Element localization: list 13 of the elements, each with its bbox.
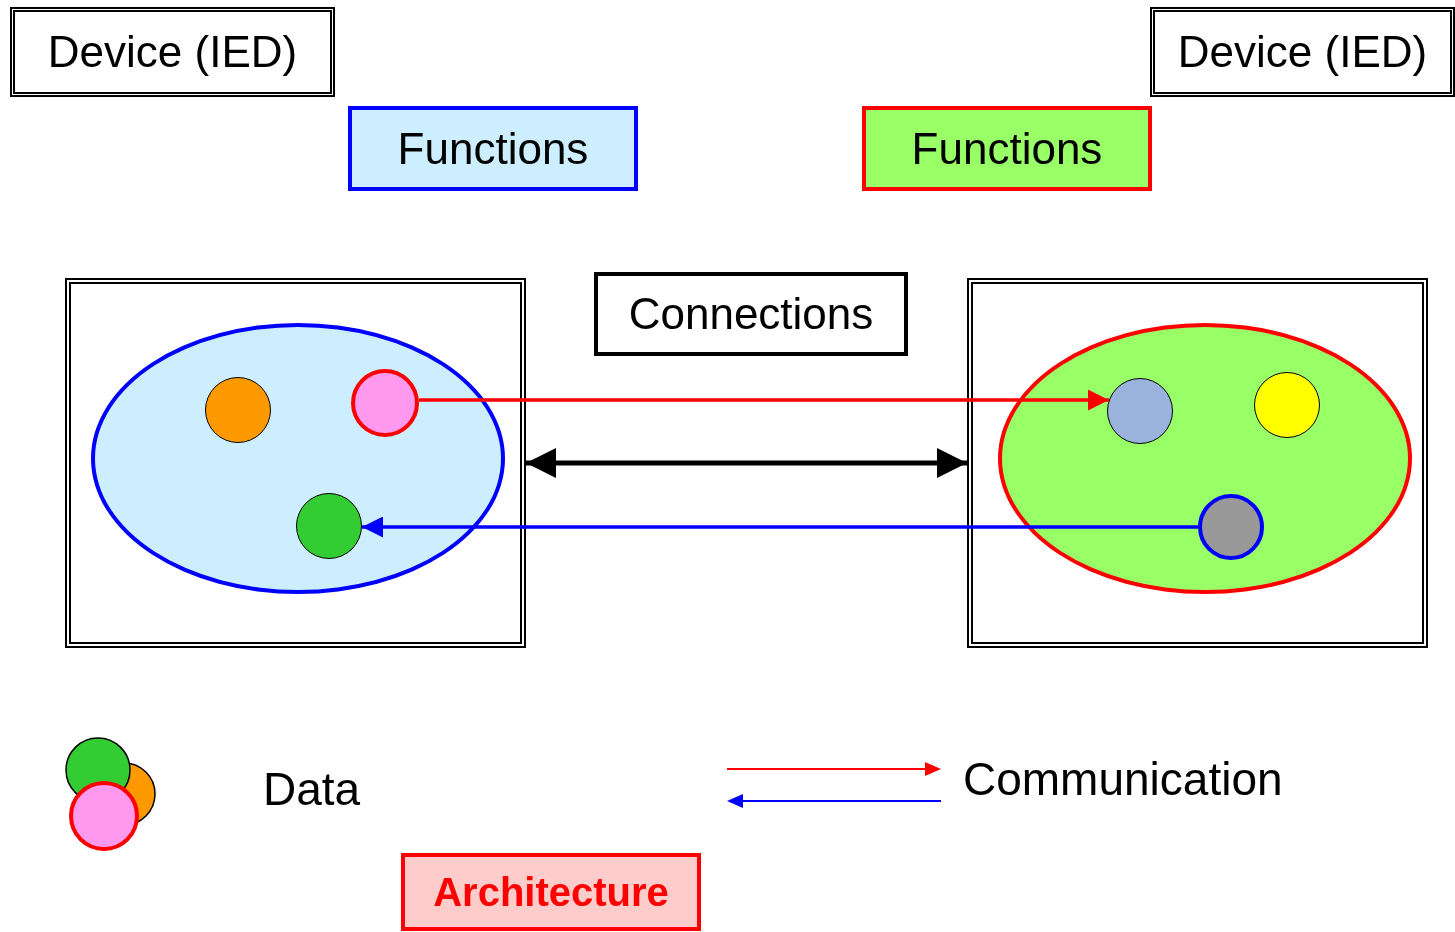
functions-label: Functions (348, 106, 638, 191)
arrow (526, 448, 967, 478)
arrow (362, 516, 1198, 538)
arrow (418, 389, 1109, 411)
device-frame (65, 278, 526, 648)
functions-label: Functions (862, 106, 1152, 191)
architecture-label: Architecture (401, 853, 701, 931)
legend-label: Communication (963, 752, 1283, 806)
device-label: Device (IED) (10, 7, 335, 97)
device-frame (967, 278, 1428, 648)
connections-label: Connections (594, 272, 908, 356)
device-label: Device (IED) (1150, 7, 1455, 97)
legend-label: Data (263, 762, 361, 816)
